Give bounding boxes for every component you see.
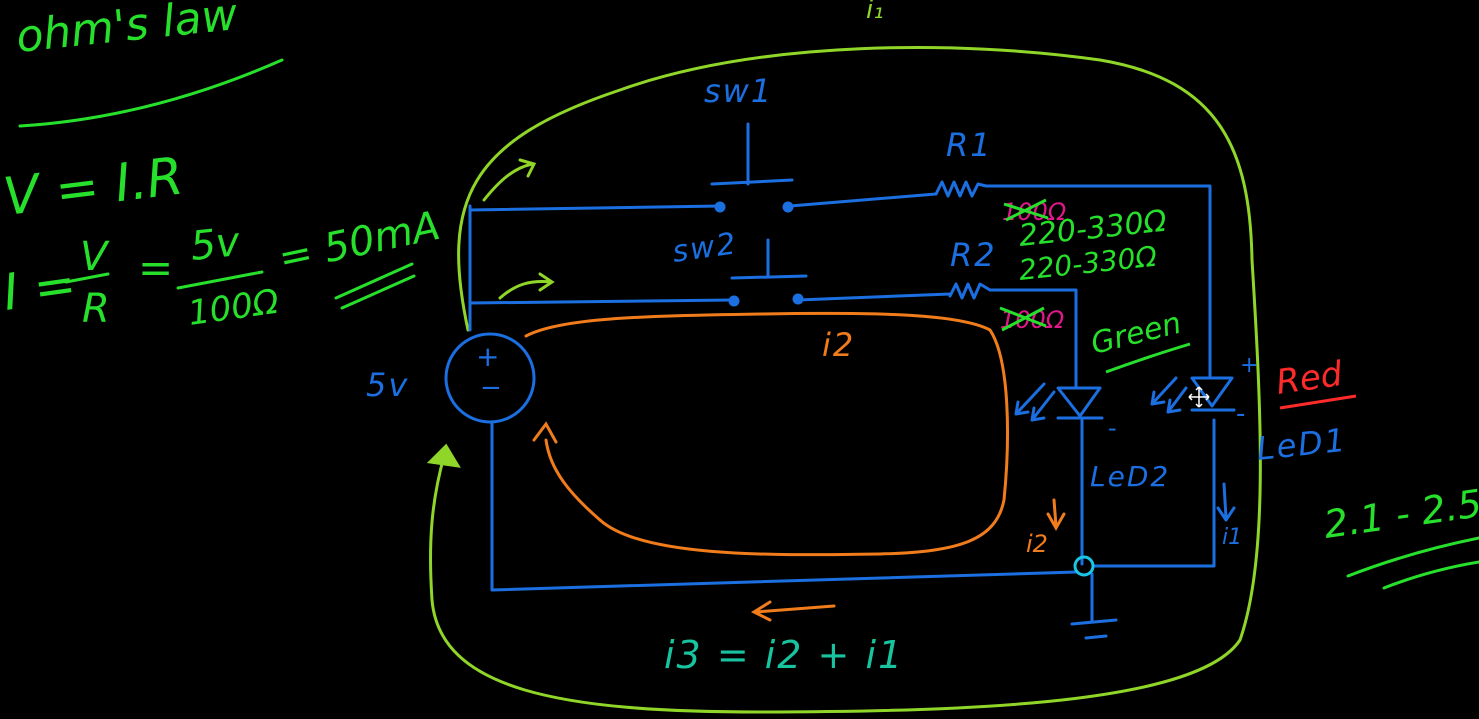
voltage-source-circle bbox=[444, 332, 536, 424]
equation-equals: = bbox=[138, 243, 173, 292]
circuit-wiring bbox=[444, 122, 1236, 640]
green-led-underline bbox=[1105, 342, 1191, 374]
sw2-path-arrow bbox=[498, 272, 555, 300]
title-underline bbox=[18, 58, 284, 128]
red-led-underline bbox=[1279, 394, 1357, 410]
source-minus: − bbox=[480, 373, 502, 403]
equation-result: = 50mA bbox=[275, 203, 444, 282]
voltage-underline-2 bbox=[1382, 560, 1479, 590]
ground-bar-2 bbox=[1084, 634, 1108, 640]
result-underline-1 bbox=[334, 262, 414, 300]
i3-total-current-loop bbox=[426, 46, 1262, 714]
fraction-bar-5v-100 bbox=[176, 270, 264, 290]
equation-numerator-v: V bbox=[80, 234, 110, 280]
led1-plus: + bbox=[1240, 353, 1258, 378]
i2-loop-label: i2 bbox=[822, 326, 855, 364]
r1-old-strike bbox=[1003, 198, 1049, 222]
sw2-label: sw2 bbox=[670, 226, 740, 270]
orange-labels: i2 i2 bbox=[822, 326, 1048, 558]
r2-old-strike bbox=[999, 306, 1047, 332]
wire-r2-right bbox=[988, 288, 1078, 390]
red-led-label: Red bbox=[1274, 354, 1345, 403]
node-junction bbox=[1073, 555, 1095, 577]
sw1-path-arrow bbox=[482, 158, 537, 202]
led1-light-arrows bbox=[1150, 376, 1188, 414]
notes-title: ohm's law bbox=[14, 0, 241, 63]
sw2-contact-right bbox=[792, 293, 804, 305]
led1-triangle bbox=[1190, 376, 1234, 408]
wire-top-sw2 bbox=[468, 298, 734, 305]
green-led-label: Green bbox=[1087, 306, 1184, 362]
fraction-bar-v-r bbox=[64, 272, 110, 284]
led2-triangle bbox=[1056, 386, 1102, 418]
equation-denominator-r: R bbox=[82, 286, 110, 332]
notes-underlines bbox=[18, 58, 1479, 590]
i2-branch-label: i2 bbox=[1026, 530, 1048, 558]
wire-sw1-r1 bbox=[788, 192, 938, 208]
r2-label: R2 bbox=[950, 236, 997, 274]
wire-led1-down bbox=[1092, 418, 1216, 568]
sw1-plunger bbox=[710, 122, 794, 186]
sw1-contact-left bbox=[714, 201, 726, 213]
sw1-label: sw1 bbox=[704, 72, 773, 110]
led1-label: LeD1 bbox=[1255, 421, 1349, 468]
led2-label: LeD2 bbox=[1090, 460, 1170, 493]
r1-old-value: 100Ω bbox=[1002, 198, 1067, 226]
source-plus: + bbox=[476, 340, 499, 373]
i3-direction-arrow bbox=[750, 600, 836, 622]
equation-vir: V = I.R bbox=[0, 146, 186, 228]
result-underline-2 bbox=[340, 274, 416, 310]
i1-arrow bbox=[1216, 482, 1236, 522]
equation-numerator-5v: 5v bbox=[188, 219, 243, 270]
source-voltage-label: 5v bbox=[366, 366, 409, 404]
resistor-notes: 100Ω 220-330Ω 220-330Ω 100Ω Green Red bbox=[999, 198, 1357, 410]
sw1-contact-right bbox=[782, 201, 794, 213]
r1-label: R1 bbox=[946, 126, 993, 164]
resistor-r1-zigzag bbox=[934, 180, 988, 198]
forward-voltage-note: 2.1 - 2.5 bbox=[1321, 481, 1479, 547]
ohms-law-notes: ohm's law V = I.R I = V R = 5v 100Ω = 50… bbox=[0, 0, 1479, 547]
wire-top-sw1 bbox=[468, 204, 722, 212]
i2-branch-arrow bbox=[1046, 498, 1066, 532]
resistor-r2-zigzag bbox=[948, 282, 992, 300]
blue-labels: sw1 sw2 R1 R2 5v + − LeD1 LeD2 i1 - + - bbox=[366, 72, 1349, 550]
top-current-label: i₁ bbox=[866, 0, 884, 25]
loop-arrow-head bbox=[426, 443, 461, 468]
total-current-equation: i3 = i2 + i1 bbox=[664, 633, 904, 677]
i2-loop-arrowhead bbox=[532, 421, 558, 444]
i2-current-loop bbox=[524, 311, 1066, 622]
equation-lhs: I = bbox=[0, 254, 80, 322]
wire-bottom-return bbox=[490, 422, 1078, 592]
move-cursor-icon bbox=[1188, 386, 1210, 408]
wire-sw2-r2 bbox=[796, 292, 952, 302]
voltage-underline-1 bbox=[1346, 536, 1479, 578]
equation-denominator-100: 100Ω bbox=[186, 282, 282, 334]
led1-minus: - bbox=[1236, 399, 1245, 429]
led2-minus: - bbox=[1108, 414, 1117, 442]
i1-branch-label: i1 bbox=[1222, 525, 1242, 550]
ground-bar-1 bbox=[1070, 618, 1118, 626]
sw2-plunger bbox=[730, 238, 808, 280]
sw2-contact-left bbox=[728, 295, 740, 307]
wire-r1-right bbox=[984, 184, 1212, 378]
led2-light-arrows bbox=[1014, 382, 1056, 422]
